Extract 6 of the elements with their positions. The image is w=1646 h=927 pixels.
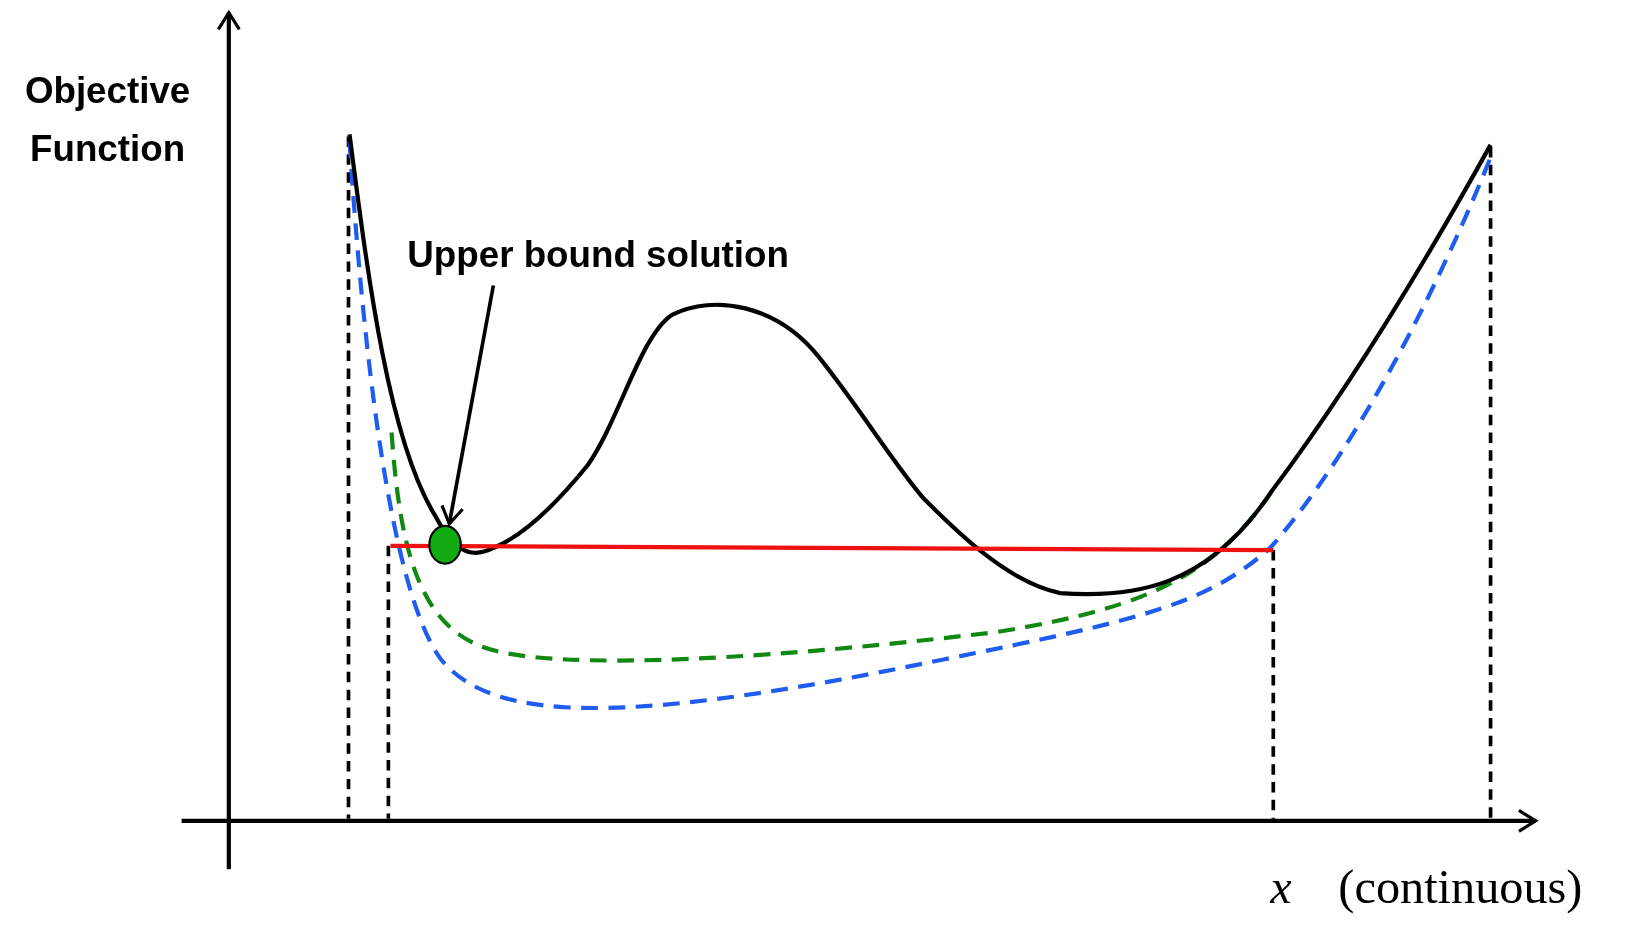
annotation-text: Upper bound solution: [407, 233, 789, 275]
axis-variable: x: [1270, 858, 1292, 915]
axis-title: Objective Function: [23, 68, 192, 170]
solution-dot: [428, 524, 462, 565]
axis-title: (continuous): [1338, 858, 1583, 915]
leader-arrow: [440, 285, 496, 526]
